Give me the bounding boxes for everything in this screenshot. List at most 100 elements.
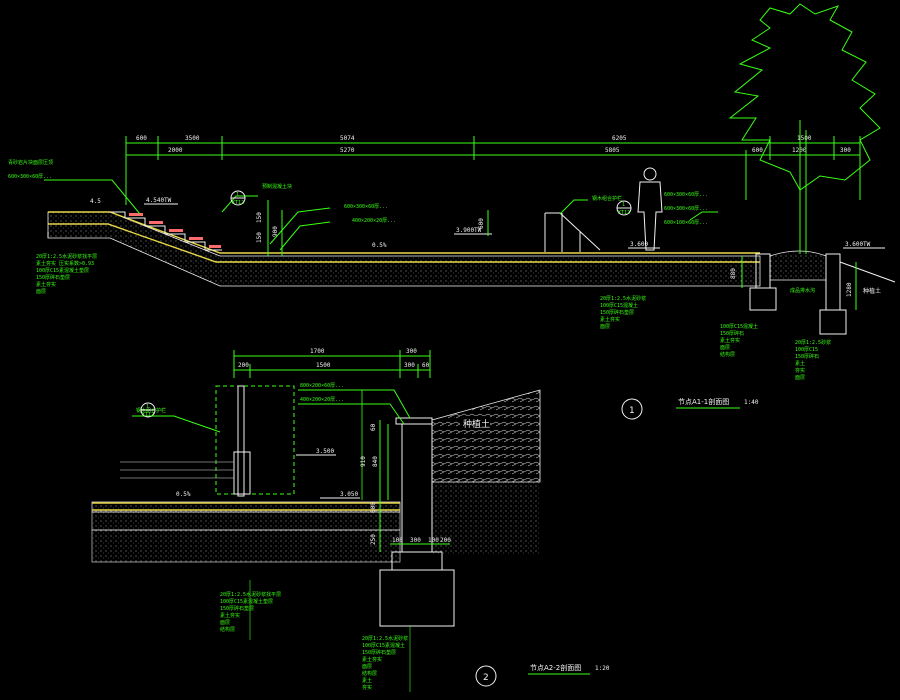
s2-elev-3500: 3.500 [316, 448, 334, 455]
section-1-strata [47, 211, 896, 335]
section-1: 600 3500 5074 6205 1500 2000 5270 5805 6… [8, 3, 896, 420]
s1-number: 1 [629, 406, 635, 416]
s2-scale: 1:20 [595, 665, 610, 672]
svg-text:面层: 面层 [795, 375, 805, 381]
s2-vdim-910: 910 [360, 456, 367, 467]
svg-text:100厚C15: 100厚C15 [795, 347, 818, 353]
s2-base-200: 200 [440, 537, 451, 544]
svg-text:素土: 素土 [795, 360, 805, 367]
section-2: 1700 300 200 1500 300 60 [91, 348, 610, 692]
svg-text:钢木组合护栏: 钢木组合护栏 [592, 195, 622, 202]
elev-3900: 3.900TW [456, 227, 482, 234]
section-1-dimensions: 600 3500 5074 6205 1500 2000 5270 5805 6… [125, 135, 861, 205]
dim-600b: 600 [752, 147, 763, 154]
section-1-callouts: 青砂岩片块面层压顶 600×300×60厚... 预制混凝土块 600×300×… [8, 159, 815, 294]
section-2-vertical-dims: 60 910 840 600 250 100 300 100 200 [360, 420, 451, 552]
s2-elev-3050: 3.050 [340, 491, 358, 498]
svg-text:XT12: XT12 [232, 200, 244, 206]
svg-text:结构层: 结构层 [220, 626, 235, 633]
svg-text:素土夯实: 素土夯实 [600, 316, 620, 323]
svg-text:100厚C15混凝土: 100厚C15混凝土 [600, 302, 638, 309]
vdim-900: 900 [272, 226, 279, 237]
svg-text:面层: 面层 [600, 324, 610, 330]
s2-detail-tag: 1 XT12 [140, 402, 156, 418]
s2-dim-1700: 1700 [310, 348, 325, 355]
s2-base-100: 100 [392, 537, 403, 544]
vdim-880: 880 [730, 268, 737, 279]
svg-text:素土夯实: 素土夯实 [362, 656, 382, 663]
s1-scale: 1:40 [744, 399, 759, 406]
s2-vdim-250: 250 [370, 534, 377, 545]
svg-text:青砂岩片块面层压顶: 青砂岩片块面层压顶 [8, 159, 53, 166]
svg-text:20厚1:2.5水泥砂浆找平层: 20厚1:2.5水泥砂浆找平层 [36, 253, 97, 260]
section-2-callouts: 800×200×60厚... 400×200×20厚... 钢木组合护栏 [132, 383, 411, 433]
section-2-title: 2 节点A2-2剖面图 1:20 [475, 663, 610, 687]
svg-text:1: 1 [622, 202, 625, 208]
s2-number: 2 [483, 673, 489, 683]
s2-soil-label: 种植土 [463, 418, 490, 430]
svg-text:XT12: XT12 [142, 412, 154, 418]
svg-text:素土夯实: 素土夯实 [720, 337, 740, 344]
section-2-dimensions: 1700 300 200 1500 300 60 [233, 348, 431, 378]
dim-3500: 3500 [185, 135, 200, 142]
dim-1200: 1200 [792, 147, 807, 154]
elev-3600tw: 3.600TW [845, 241, 871, 248]
svg-text:成品排水沟: 成品排水沟 [790, 287, 815, 294]
dim-2000: 2000 [168, 147, 183, 154]
svg-text:夯实: 夯实 [795, 367, 805, 374]
svg-text:150厚碎石垫层: 150厚碎石垫层 [600, 309, 634, 316]
slope-mark: 0.5% [372, 242, 387, 249]
svg-text:结构层: 结构层 [720, 351, 735, 358]
svg-text:150厚碎石: 150厚碎石 [795, 353, 819, 360]
svg-text:100厚C15素混凝土: 100厚C15素混凝土 [362, 642, 405, 649]
s1-title: 节点A1-1剖面图 [678, 397, 729, 406]
svg-text:20厚1:2.5水泥砂浆: 20厚1:2.5水泥砂浆 [600, 295, 646, 302]
dim-1500: 1500 [797, 135, 812, 142]
dim-300: 300 [840, 147, 851, 154]
svg-text:150厚碎石: 150厚碎石 [720, 330, 744, 337]
svg-text:20厚1:2.5水泥砂浆: 20厚1:2.5水泥砂浆 [362, 635, 408, 642]
side-note: 种植土 [863, 287, 881, 295]
svg-text:100厚C15素混凝土垫层: 100厚C15素混凝土垫层 [36, 267, 89, 274]
svg-text:面层: 面层 [220, 620, 230, 626]
svg-text:面层: 面层 [720, 345, 730, 351]
section-1-title: 1 节点A1-1剖面图 1:40 [621, 397, 759, 420]
svg-text:XT12: XT12 [618, 210, 630, 216]
svg-text:素土夯实: 素土夯实 [220, 612, 240, 619]
s2-vdim-600: 600 [370, 502, 377, 513]
s2-base-300: 300 [410, 537, 421, 544]
s1-detail-tag-b: 1 XT12 [616, 200, 632, 216]
svg-text:20厚1:2.5水泥砂浆找平层: 20厚1:2.5水泥砂浆找平层 [220, 591, 281, 598]
dim-600: 600 [136, 135, 147, 142]
s1-callout-a: 600×300×60厚... [8, 174, 52, 180]
svg-text:100厚C15混凝土: 100厚C15混凝土 [720, 323, 758, 330]
s1-callout-d: 600×300×60厚... [664, 192, 708, 198]
s2-dim-1500: 1500 [316, 362, 331, 369]
s2-dim-200: 200 [238, 362, 249, 369]
s1-callout-f: 600×100×60厚... [664, 220, 708, 226]
s2-vdim-840: 840 [372, 456, 379, 467]
slope-left: 4.5 [90, 198, 101, 205]
s2-vdim-60: 60 [370, 423, 377, 431]
s2-dim-300: 300 [406, 348, 417, 355]
dim-5805: 5805 [605, 147, 620, 154]
svg-text:夯实: 夯实 [362, 684, 372, 691]
s2-callout-b: 400×200×20厚... [300, 397, 344, 403]
tree-silhouette [728, 3, 881, 254]
s1-detail-tag: 1 XT12 [230, 190, 246, 206]
s2-callout-a: 800×200×60厚... [300, 383, 344, 389]
elev-3600: 3.600 [630, 241, 648, 248]
svg-text:150厚碎石垫层: 150厚碎石垫层 [220, 605, 254, 612]
dim-5270: 5270 [340, 147, 355, 154]
dim-5074: 5074 [340, 135, 355, 142]
elev-4540: 4.540TW [146, 197, 172, 204]
dim-6205: 6205 [612, 135, 627, 142]
svg-text:素土: 素土 [362, 677, 372, 684]
section-2-body: 种植土 [91, 385, 541, 627]
s2-dim-60: 60 [422, 362, 430, 369]
svg-text:1: 1 [146, 404, 149, 410]
